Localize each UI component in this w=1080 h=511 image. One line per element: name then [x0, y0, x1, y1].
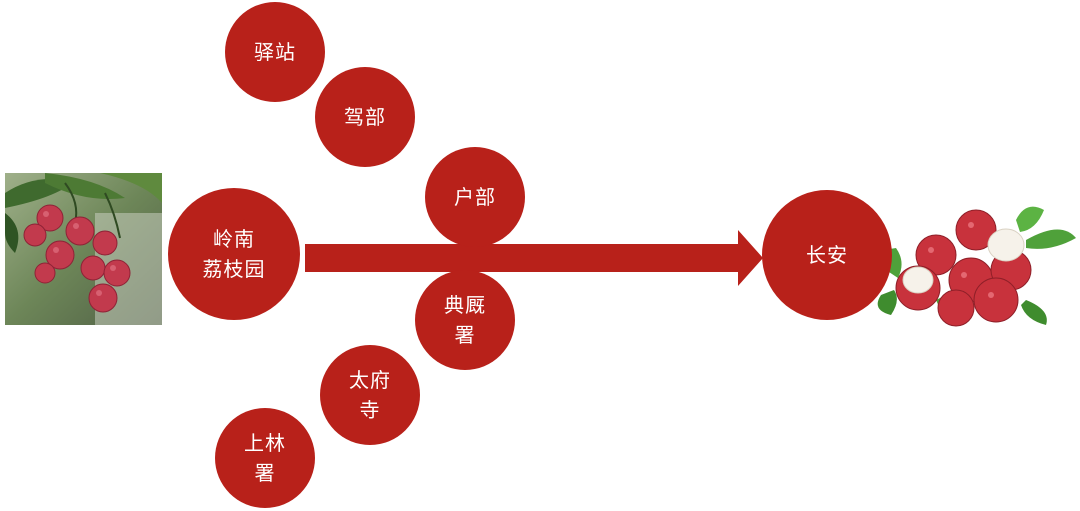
node-label: 岭南 荔枝园: [202, 227, 266, 281]
lychee-tree-photo: [5, 173, 162, 325]
node-label: 上林 署: [244, 431, 286, 485]
node-label: 户部: [454, 185, 496, 209]
node-shanglin-shu: 上林 署: [215, 408, 315, 508]
node-hubu: 户部: [425, 147, 525, 247]
node-taifu-si: 太府 寺: [320, 345, 420, 445]
node-label: 驿站: [254, 40, 296, 64]
node-label: 典厩 署: [444, 293, 486, 347]
node-yizhan: 驿站: [225, 2, 325, 102]
node-lingnan-lychee-garden: 岭南 荔枝园: [168, 188, 300, 320]
node-label: 太府 寺: [349, 368, 391, 422]
node-label: 驾部: [344, 105, 386, 129]
node-changan: 长安: [762, 190, 892, 320]
node-label: 长安: [806, 243, 848, 267]
node-dianjiu-shu: 典厩 署: [415, 270, 515, 370]
node-jiabu: 驾部: [315, 67, 415, 167]
